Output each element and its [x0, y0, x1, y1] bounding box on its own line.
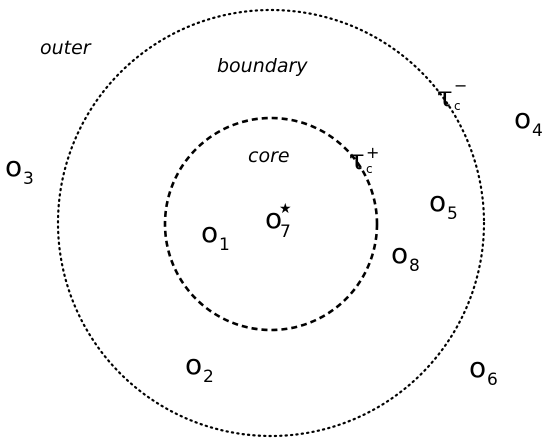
- svg-text:1: 1: [219, 235, 230, 255]
- svg-text:6: 6: [487, 370, 498, 390]
- svg-text:τ: τ: [437, 80, 453, 113]
- svg-text:o: o: [391, 237, 408, 270]
- object-o4: o 4: [514, 102, 543, 141]
- svg-text:o: o: [185, 348, 202, 381]
- inner-dashed-circle: [163, 116, 379, 332]
- svg-text:4: 4: [532, 121, 543, 141]
- svg-text:3: 3: [23, 169, 34, 189]
- svg-text:+: +: [366, 143, 379, 162]
- svg-text:o: o: [514, 102, 531, 135]
- object-o5: o 5: [429, 185, 458, 224]
- svg-text:o: o: [5, 150, 22, 183]
- core-region-label: core: [248, 145, 290, 167]
- object-o3: o 3: [5, 150, 34, 189]
- svg-text:2: 2: [203, 367, 214, 387]
- svg-text:8: 8: [409, 256, 420, 276]
- tau-minus-label: τ c −: [437, 76, 467, 113]
- svg-text:o: o: [469, 351, 486, 384]
- object-o1: o 1: [201, 216, 230, 255]
- tau-plus-label: τ c +: [349, 143, 379, 176]
- object-o7: o 7: [265, 202, 291, 242]
- object-o8: o 8: [391, 237, 420, 276]
- svg-text:c: c: [454, 99, 461, 113]
- svg-text:τ: τ: [349, 143, 365, 176]
- svg-text:5: 5: [447, 204, 458, 224]
- svg-text:o: o: [201, 216, 218, 249]
- svg-text:7: 7: [280, 222, 291, 242]
- object-o6: o 6: [469, 351, 498, 390]
- boundary-region-label: boundary: [217, 55, 308, 77]
- svg-text:c: c: [366, 162, 373, 176]
- svg-text:−: −: [454, 76, 467, 95]
- outer-dotted-circle: [56, 8, 486, 438]
- object-o2: o 2: [185, 348, 214, 387]
- svg-text:o: o: [429, 185, 446, 218]
- outer-region-label: outer: [40, 37, 92, 59]
- svg-text:o: o: [265, 202, 282, 235]
- center-star-icon: ★: [279, 201, 292, 217]
